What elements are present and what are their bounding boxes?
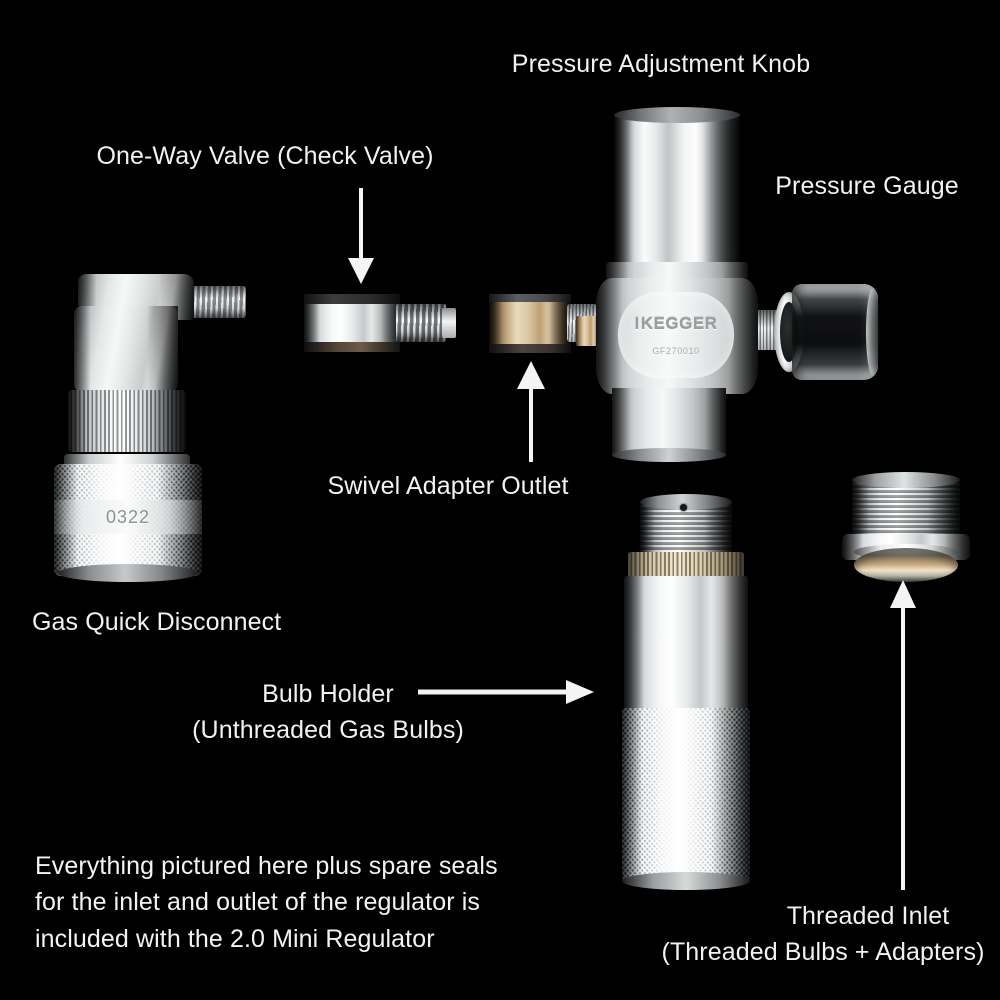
arrow-to-threaded-inlet <box>883 578 923 890</box>
regulator-lower-neck-rim <box>612 448 726 462</box>
regulator-lower-neck <box>612 388 726 456</box>
label-threaded-inlet-line1: Threaded Inlet <box>786 902 950 930</box>
quick-disconnect-barb <box>184 286 246 318</box>
gas-quick-disconnect-part: 0322 <box>36 272 246 594</box>
label-swivel-adapter-outlet: Swivel Adapter Outlet <box>327 472 569 500</box>
pressure-gauge-lens-edge <box>866 288 880 376</box>
quick-disconnect-sleeve <box>68 390 186 452</box>
label-threaded-inlet-line2: (Threaded Bulbs + Adapters) <box>661 938 985 966</box>
bulb-holder-part <box>614 494 758 892</box>
threaded-inlet-part <box>840 472 974 586</box>
quick-disconnect-elbow-body <box>74 306 178 392</box>
label-pressure-gauge: Pressure Gauge <box>775 172 959 200</box>
bulb-holder-knurled-grip <box>622 708 750 884</box>
check-valve-male-thread <box>396 304 446 342</box>
regulator-model-number: GF270010 <box>652 346 700 356</box>
label-bulb-holder-line2: (Unthreaded Gas Bulbs) <box>192 716 464 744</box>
pressure-gauge-lens <box>792 284 878 380</box>
bulb-holder-hex-nut <box>628 552 744 580</box>
bulb-holder-barrel <box>624 576 748 712</box>
threaded-inlet-top-rim <box>852 472 960 488</box>
swivel-adapter-top-facet <box>489 294 571 302</box>
check-valve-hex-body <box>304 298 400 348</box>
label-pressure-adjustment-knob: Pressure Adjustment Knob <box>511 50 811 78</box>
pressure-adjustment-knob-top <box>614 107 740 123</box>
arrow-to-bulb-holder <box>418 676 596 708</box>
one-way-check-valve-part <box>304 288 466 360</box>
regulator-brand-name: KEGGER <box>640 314 718 333</box>
label-gas-quick-disconnect: Gas Quick Disconnect <box>32 608 282 636</box>
label-one-way-valve: One-Way Valve (Check Valve) <box>96 142 434 170</box>
check-valve-tip <box>442 308 456 338</box>
regulator-brand-prefix: I <box>634 314 640 333</box>
swivel-adapter-bottom-facet <box>489 344 571 353</box>
quick-disconnect-bottom-rim <box>58 564 198 582</box>
quick-disconnect-marking-band: 0322 <box>54 500 202 534</box>
check-valve-hex-top-facet <box>304 294 400 304</box>
arrow-to-swivel-adapter <box>506 358 556 462</box>
label-bulb-holder-line1: Bulb Holder <box>262 680 394 708</box>
swivel-adapter-hex-body <box>489 298 571 348</box>
arrow-to-check-valve <box>336 188 386 286</box>
check-valve-hex-bottom-facet <box>304 342 400 352</box>
threaded-inlet-mouth <box>854 548 958 582</box>
bulb-holder-thread-top-rim <box>640 494 732 510</box>
bulb-holder-vent-hole <box>680 504 687 511</box>
inclusion-note: Everything pictured here plus spare seal… <box>35 852 498 953</box>
quick-disconnect-code: 0322 <box>105 506 151 527</box>
pressure-adjustment-knob-part <box>614 112 740 264</box>
bulb-holder-bottom-rim <box>622 872 750 890</box>
